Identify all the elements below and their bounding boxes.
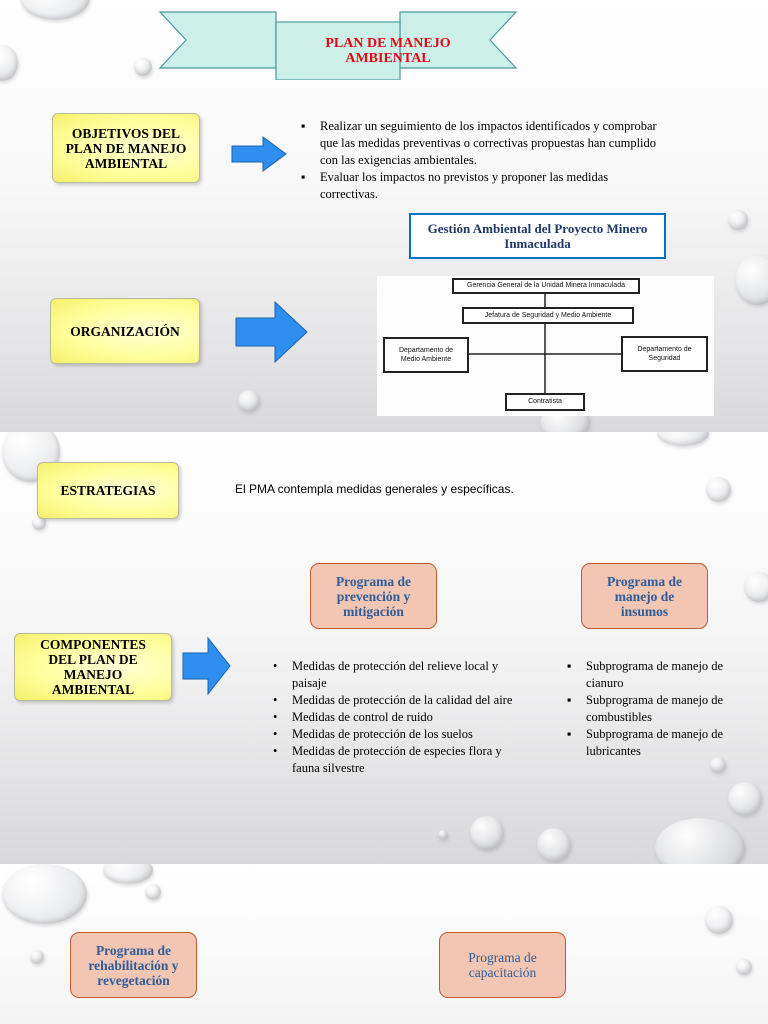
water-drop-decoration: [30, 950, 44, 964]
program-prevencion-mitigacion: Programa de prevención y mitigación: [310, 563, 437, 629]
list-item: ▪Subprograma de manejo de cianuro: [567, 659, 724, 690]
list-item: •Medidas de control de ruido: [273, 710, 433, 724]
objetivos-label: OBJETIVOS DEL PLAN DE MANEJO AMBIENTAL: [52, 113, 200, 183]
water-drop-decoration: [103, 864, 153, 884]
water-drop-decoration: [705, 906, 733, 934]
water-drop-decoration: [537, 828, 571, 862]
estrategias-label: ESTRATEGIAS: [37, 462, 179, 519]
water-drop-decoration: [134, 58, 152, 76]
arrow-right-icon: [182, 636, 231, 696]
arrow-right-icon: [231, 136, 287, 172]
org-node-gerencia: Gerencia General de la Unidad Minera Inm…: [452, 278, 640, 294]
list-item: •Medidas de protección de la calidad del…: [273, 693, 513, 707]
org-node-contratista: Contratista: [505, 393, 585, 411]
water-drop-decoration: [470, 816, 504, 850]
arrow-right-icon: [235, 300, 308, 364]
subprogramas-list: ▪Subprograma de manejo de cianuro ▪Subpr…: [562, 658, 742, 760]
slide-estrategias: ESTRATEGIAS El PMA contempla medidas gen…: [0, 432, 768, 864]
water-drop-decoration: [145, 884, 161, 900]
org-chart-image: Gerencia General de la Unidad Minera Inm…: [377, 276, 714, 416]
program-rehabilitacion-revegetacion: Programa de rehabilitación y revegetació…: [70, 932, 197, 998]
title-ribbon-banner: [158, 11, 518, 80]
list-item: •Medidas de protección de los suelos: [273, 727, 473, 741]
org-node-seguridad: Departamento de Seguridad: [621, 336, 708, 372]
page-title: PLAN DE MANEJO AMBIENTAL: [325, 36, 451, 66]
water-drop-decoration: [238, 390, 260, 412]
org-node-medio-ambiente: Departamento de Medio Ambiente: [383, 337, 469, 373]
water-drop-decoration: [744, 572, 768, 602]
water-drop-decoration: [655, 818, 745, 864]
slide-plan-manejo: PLAN DE MANEJO AMBIENTAL OBJETIVOS DEL P…: [0, 0, 768, 432]
org-node-jefatura: Jefatura de Seguridad y Medio Ambiente: [462, 307, 634, 324]
water-drop-decoration: [710, 757, 726, 773]
componentes-label: COMPONENTES DEL PLAN DE MANEJO AMBIENTAL: [14, 633, 172, 701]
list-item: ▪Subprograma de manejo de lubricantes: [567, 727, 724, 758]
water-drop-decoration: [736, 959, 752, 975]
list-item: ▪Realizar un seguimiento de los impactos…: [301, 119, 657, 167]
list-item: •Medidas de protección del relieve local…: [273, 659, 499, 690]
medidas-list: •Medidas de protección del relieve local…: [268, 658, 518, 777]
water-drop-decoration: [0, 45, 18, 81]
water-drop-decoration: [20, 0, 90, 20]
program-manejo-insumos: Programa de manejo de insumos: [581, 563, 708, 629]
water-drop-decoration: [706, 477, 731, 502]
water-drop-decoration: [32, 516, 46, 530]
org-chart-connectors: [469, 293, 621, 394]
slide-programas: Programa de rehabilitación y revegetació…: [0, 864, 768, 1024]
water-drop-decoration: [728, 210, 748, 230]
water-drop-decoration: [728, 782, 762, 816]
organizacion-label: ORGANIZACIÓN: [50, 298, 200, 364]
program-capacitacion: Programa de capacitación: [439, 932, 566, 998]
list-item: ▪Subprograma de manejo de combustibles: [567, 693, 724, 724]
water-drop-decoration: [657, 432, 709, 446]
water-drop-decoration: [2, 864, 87, 924]
objetivos-list: ▪Realizar un seguimiento de los impactos…: [296, 118, 666, 203]
estrategias-text: El PMA contempla medidas generales y esp…: [235, 482, 514, 496]
list-item: •Medidas de protección de especies flora…: [273, 744, 502, 775]
list-item: ▪Evaluar los impactos no previstos y pro…: [301, 170, 609, 201]
org-chart-title: Gestión Ambiental del Proyecto Minero In…: [409, 213, 666, 259]
water-drop-decoration: [438, 830, 448, 840]
water-drop-decoration: [735, 255, 768, 305]
